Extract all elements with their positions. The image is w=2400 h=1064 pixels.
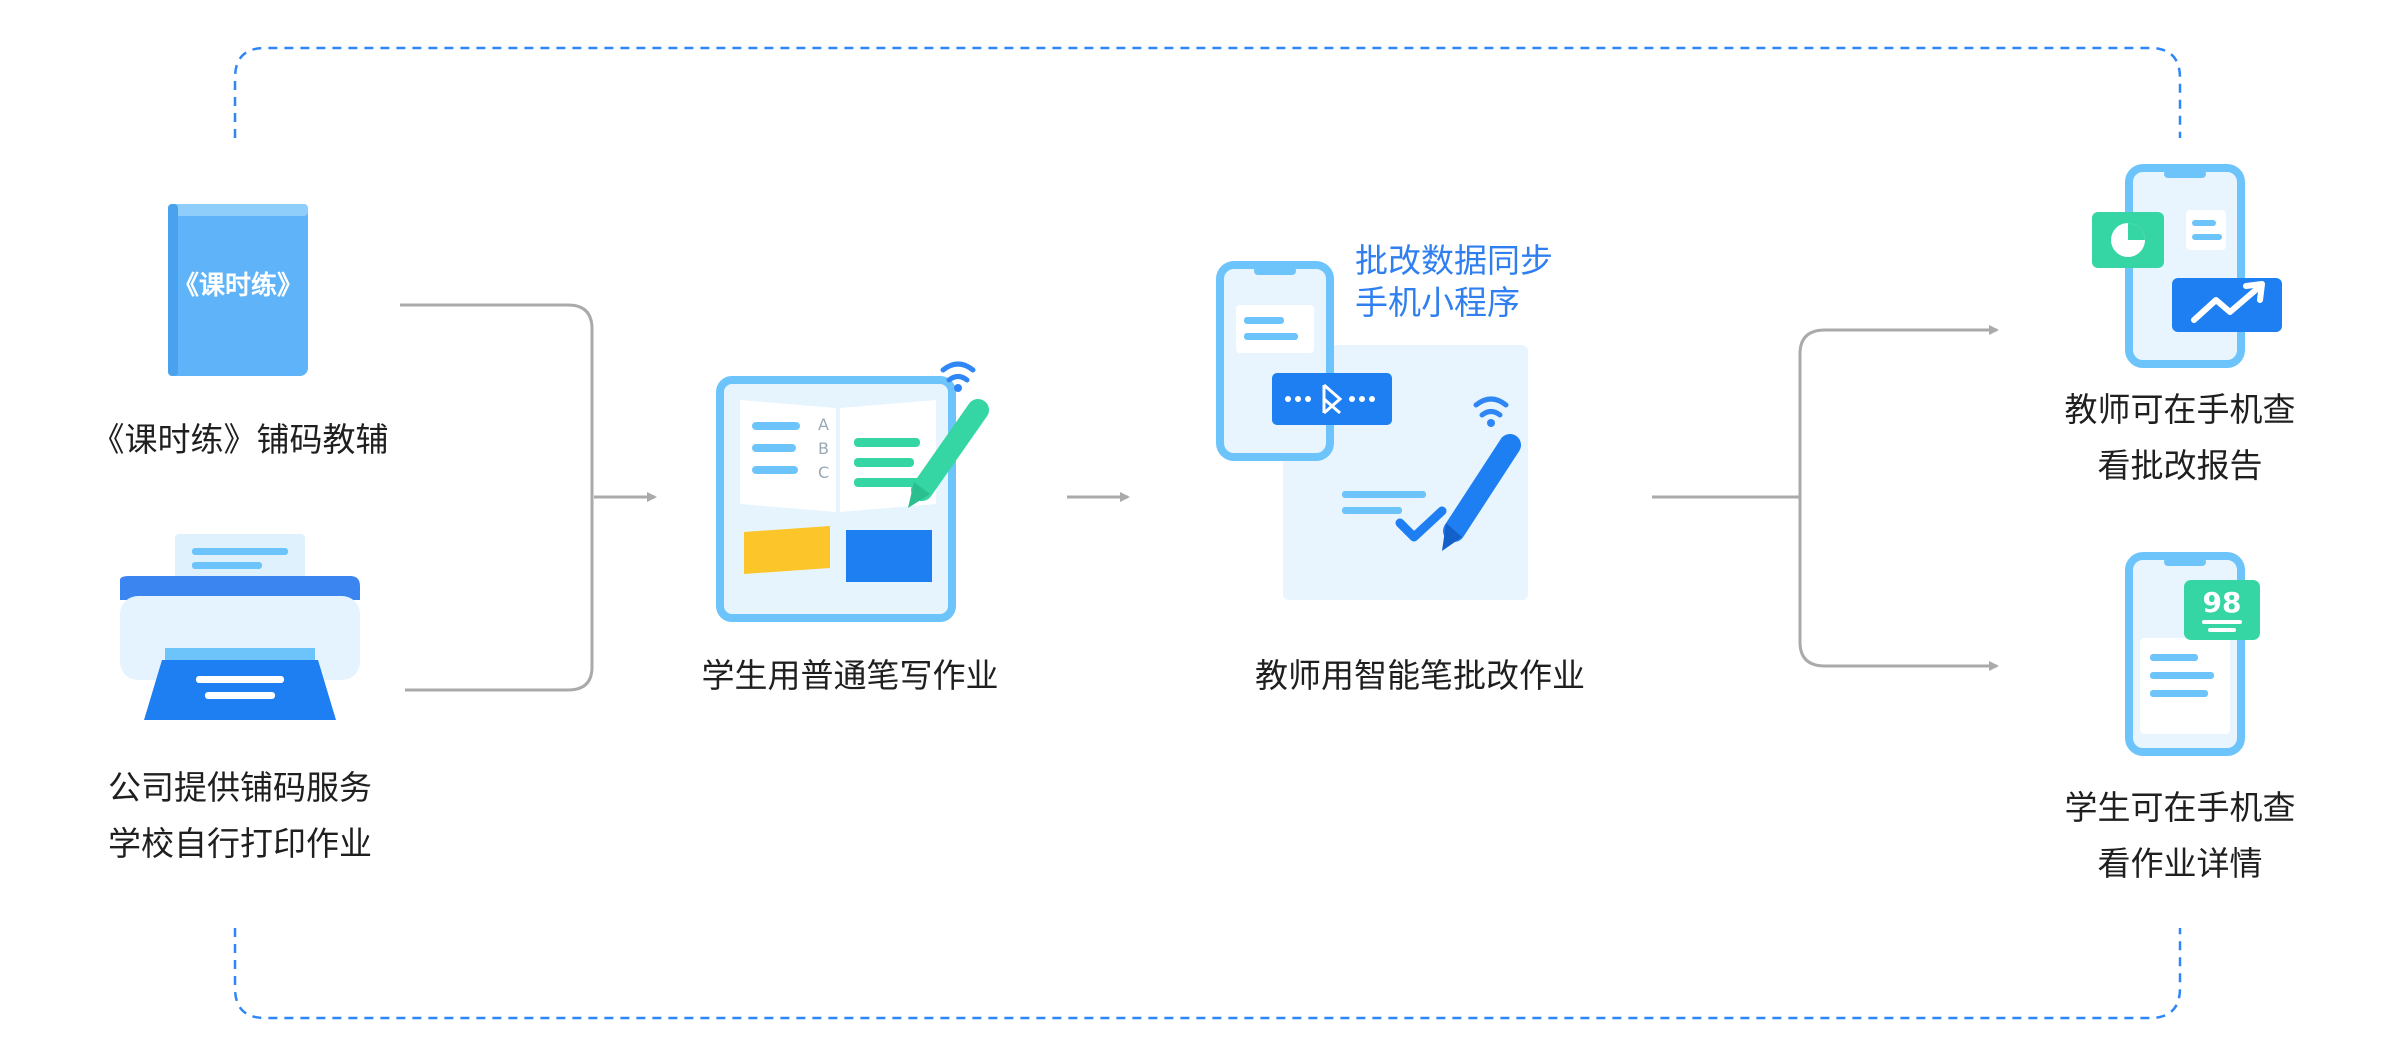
book-cover-text: 《课时练》: [173, 270, 303, 301]
svg-text:A: A: [818, 415, 829, 434]
sync-note-line1: 批改数据同步: [1355, 241, 1553, 280]
split-connector-branches: [1798, 328, 1826, 668]
student-detail-label-line1: 学生可在手机查: [2064, 788, 2296, 827]
score-badge: 98: [2203, 586, 2242, 619]
printer-icon: [120, 534, 360, 720]
student-detail-label-line2: 看作业详情: [2097, 844, 2263, 883]
book-source-label: 《课时练》铺码教辅: [91, 420, 389, 459]
dashed-frame-bottom: [233, 928, 2182, 1020]
phone-report-icon: [2092, 164, 2282, 368]
printer-source-label-line1: 公司提供铺码服务: [108, 768, 372, 807]
svg-text:B: B: [818, 439, 829, 458]
open-notebook-pen-icon: A B C: [716, 361, 989, 622]
phone-score-icon: 98: [2125, 552, 2260, 756]
dashed-frame-top: [233, 46, 2182, 138]
teacher-report-label-line2: 看批改报告: [2097, 446, 2263, 485]
smart-pen-sync-icon: [1216, 261, 1528, 600]
svg-text:C: C: [818, 463, 829, 482]
student-write-step-label: 学生用普通笔写作业: [701, 656, 999, 695]
merge-connector: [400, 303, 594, 692]
teacher-report-label-line1: 教师可在手机查: [2064, 390, 2296, 429]
sync-note-line2: 手机小程序: [1355, 283, 1520, 322]
printer-source-label-line2: 学校自行打印作业: [108, 824, 372, 863]
book-icon: 《课时练》: [168, 204, 308, 376]
teacher-grade-step-label: 教师用智能笔批改作业: [1255, 656, 1585, 695]
